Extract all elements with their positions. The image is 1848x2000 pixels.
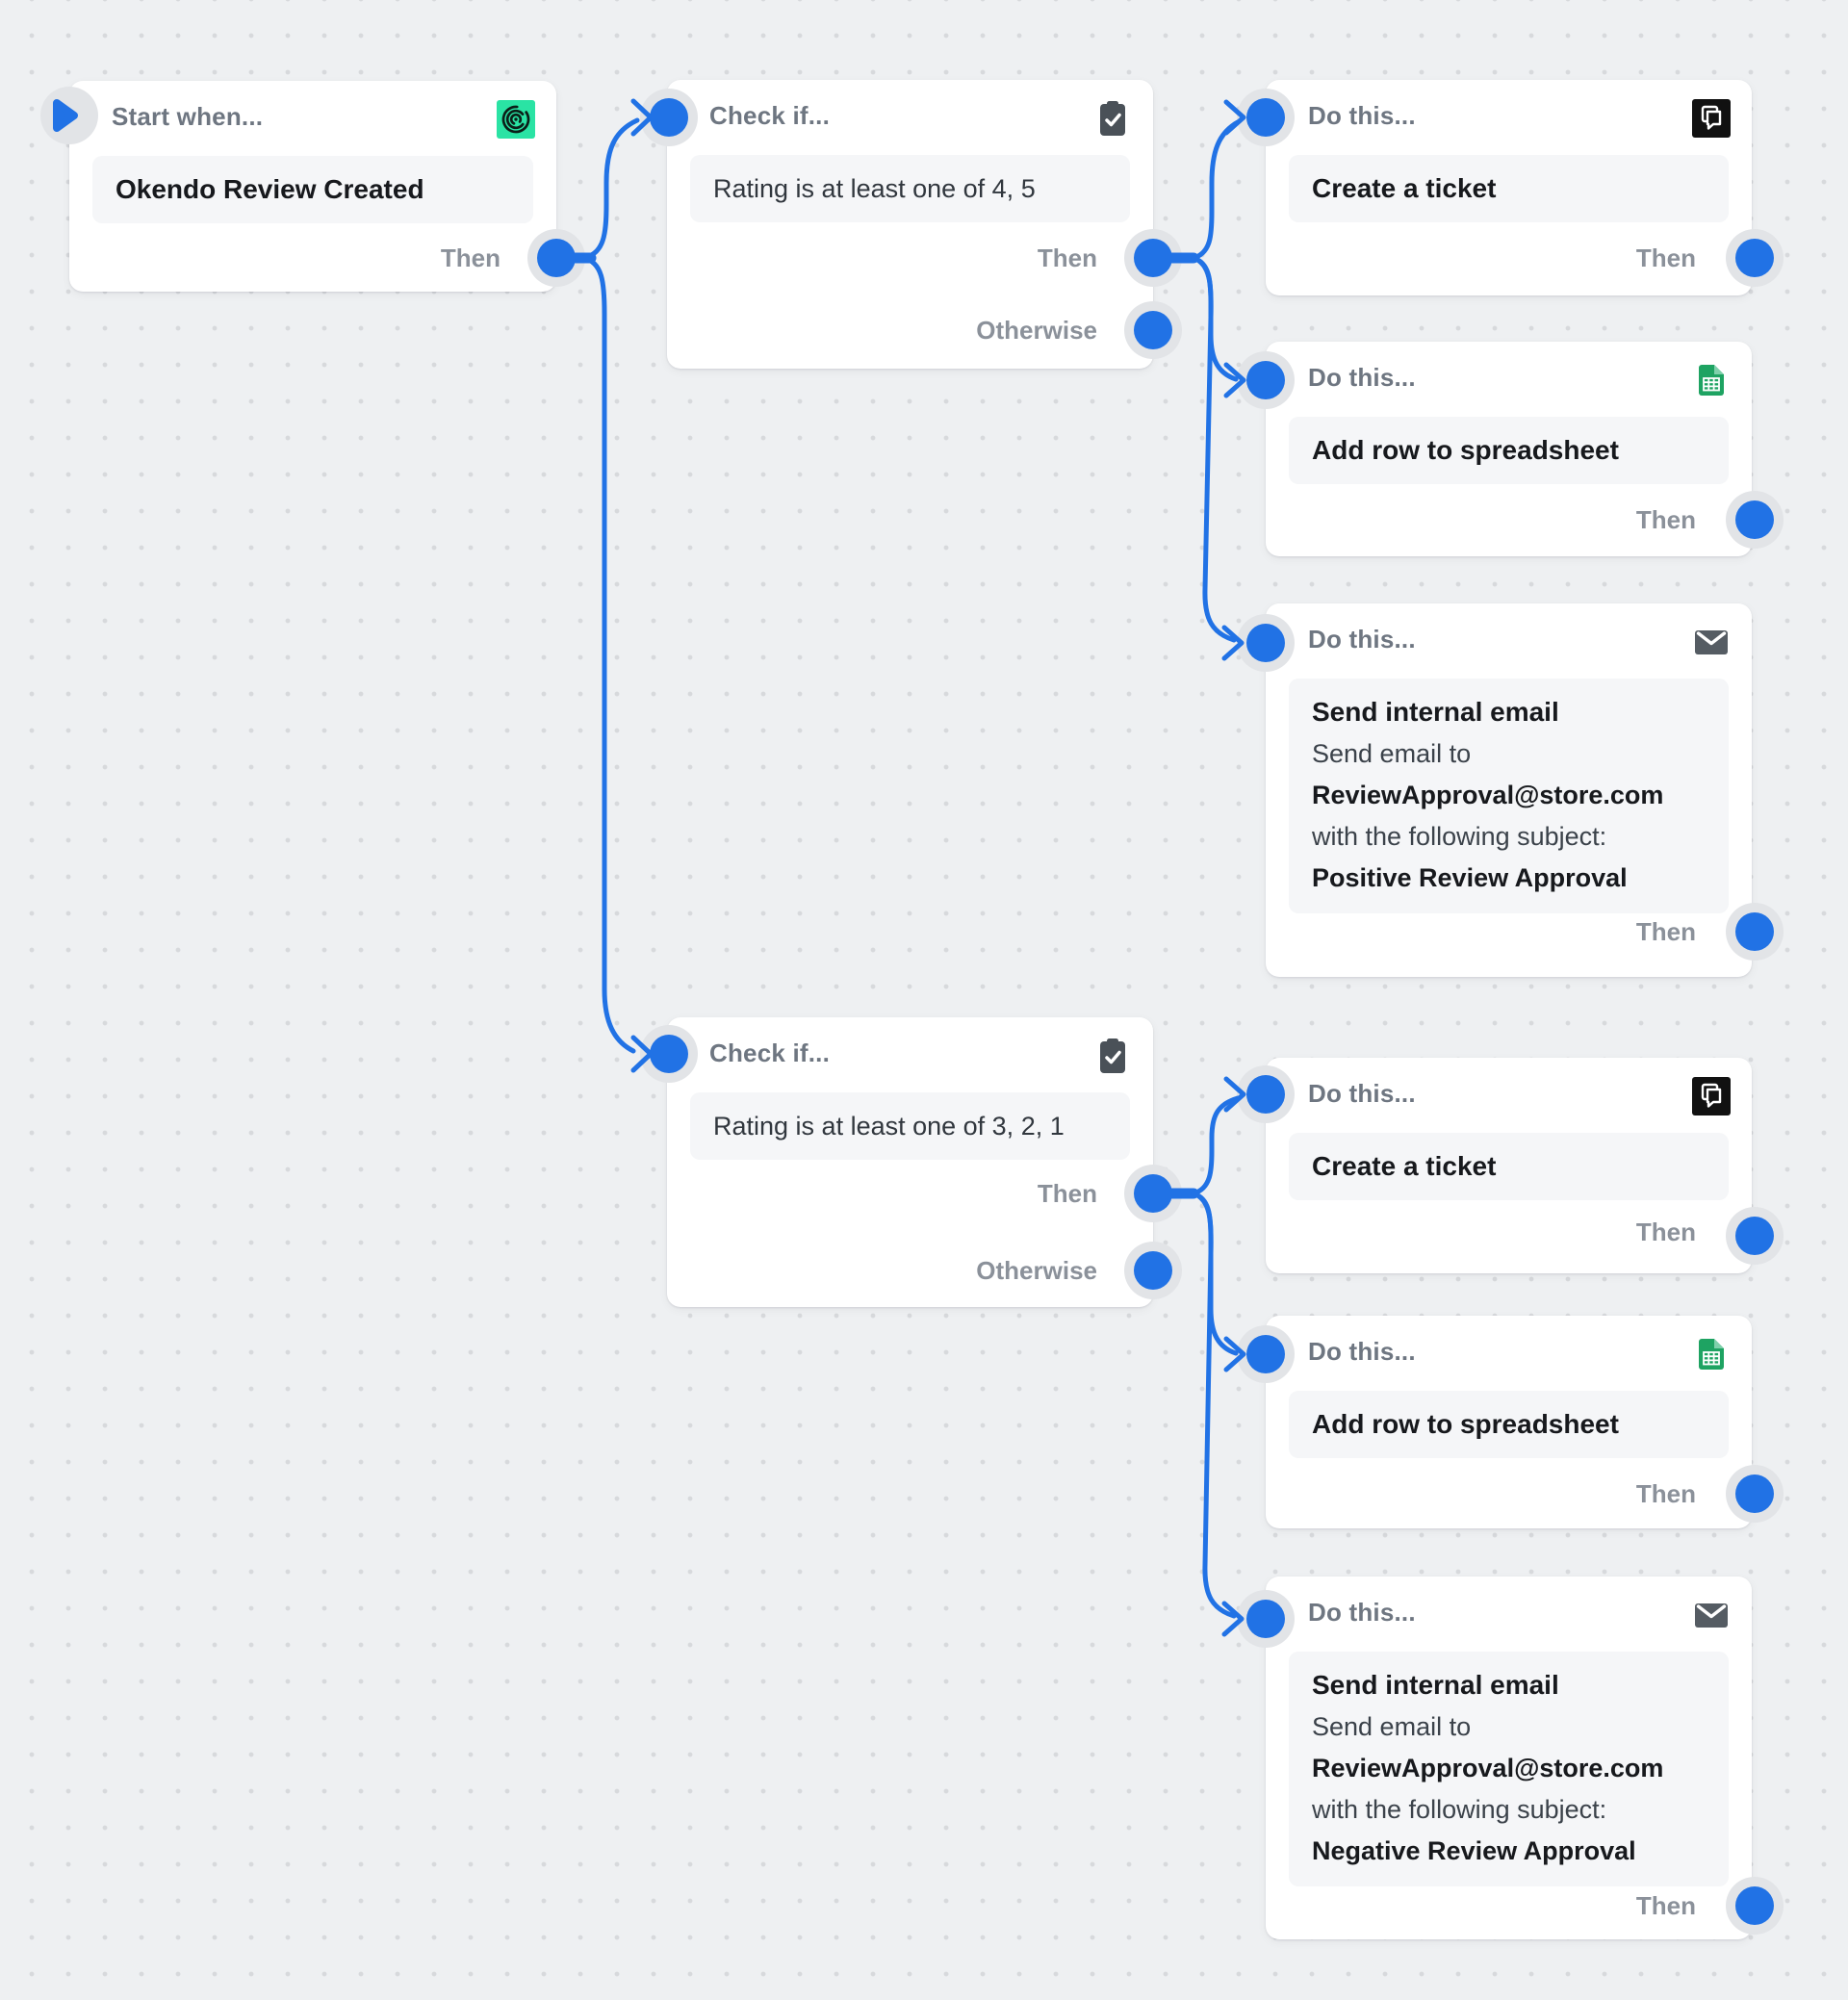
- then-label: Then: [1635, 505, 1696, 534]
- action-card-email-positive[interactable]: Do this... Send internal email Send emai…: [1266, 603, 1752, 977]
- email-summary: Send email to ReviewApproval@store.com w…: [1312, 1712, 1664, 1865]
- action-value-box: Create a ticket: [1289, 1133, 1729, 1200]
- output-port-trigger-then[interactable]: [537, 239, 576, 277]
- email-address: ReviewApproval@store.com: [1312, 781, 1664, 809]
- action-value-box: Add row to spreadsheet: [1289, 1391, 1729, 1458]
- then-label: Then: [1635, 244, 1696, 272]
- action-card-add-row-1[interactable]: Do this... Add row to spreadsheet Then: [1266, 342, 1752, 556]
- action-card-header: Do this...: [1308, 1337, 1416, 1366]
- output-port-email-positive-then[interactable]: [1735, 912, 1774, 951]
- output-port-create-ticket-2-then[interactable]: [1735, 1217, 1774, 1255]
- action-title: Add row to spreadsheet: [1312, 435, 1619, 465]
- then-label: Then: [1635, 1218, 1696, 1246]
- email-subject: Positive Review Approval: [1312, 863, 1628, 892]
- action-card-header: Do this...: [1308, 363, 1416, 392]
- condition-text: Rating is at least one of 3, 2, 1: [713, 1112, 1065, 1141]
- output-port-add-row-2-then[interactable]: [1735, 1474, 1774, 1513]
- then-label: Then: [1635, 917, 1696, 946]
- otherwise-label: Otherwise: [976, 316, 1097, 345]
- action-value-box: Send internal email Send email to Review…: [1289, 1652, 1729, 1886]
- action-card-header: Do this...: [1308, 625, 1416, 654]
- action-card-header: Do this...: [1308, 1079, 1416, 1108]
- output-port-check-negative-then[interactable]: [1134, 1174, 1172, 1213]
- action-card-header: Do this...: [1308, 101, 1416, 130]
- google-sheets-icon: [1692, 361, 1731, 399]
- condition-value-box: Rating is at least one of 3, 2, 1: [690, 1092, 1130, 1160]
- action-value-box: Send internal email Send email to Review…: [1289, 679, 1729, 913]
- condition-card-positive[interactable]: Check if... Rating is at least one of 4,…: [667, 80, 1153, 369]
- action-title: Send internal email: [1312, 697, 1559, 727]
- okendo-icon: [497, 100, 535, 139]
- condition-card-header: Check if...: [709, 1038, 831, 1067]
- then-label: Then: [1635, 1891, 1696, 1920]
- envelope-icon: [1692, 1596, 1731, 1634]
- action-card-email-negative[interactable]: Do this... Send internal email Send emai…: [1266, 1577, 1752, 1939]
- input-port-add-row-2[interactable]: [1246, 1335, 1285, 1373]
- action-card-create-ticket-2[interactable]: Do this... Create a ticket Then: [1266, 1058, 1752, 1273]
- action-title: Add row to spreadsheet: [1312, 1409, 1619, 1439]
- input-port-email-positive[interactable]: [1246, 624, 1285, 662]
- action-card-create-ticket-1[interactable]: Do this... Create a ticket Then: [1266, 80, 1752, 295]
- condition-card-negative[interactable]: Check if... Rating is at least one of 3,…: [667, 1017, 1153, 1307]
- then-label: Then: [440, 244, 500, 272]
- input-port-add-row-1[interactable]: [1246, 361, 1285, 399]
- otherwise-label: Otherwise: [976, 1256, 1097, 1285]
- condition-text: Rating is at least one of 4, 5: [713, 174, 1036, 203]
- output-port-email-negative-then[interactable]: [1735, 1886, 1774, 1925]
- action-card-add-row-2[interactable]: Do this... Add row to spreadsheet Then: [1266, 1316, 1752, 1528]
- then-label: Then: [1635, 1479, 1696, 1508]
- action-card-header: Do this...: [1308, 1598, 1416, 1627]
- clipboard-check-icon: [1093, 99, 1132, 138]
- action-title: Create a ticket: [1312, 1151, 1497, 1181]
- action-title: Create a ticket: [1312, 173, 1497, 203]
- trigger-card[interactable]: Start when... Okendo Review Created Then: [69, 81, 556, 292]
- email-address: ReviewApproval@store.com: [1312, 1754, 1664, 1782]
- email-summary: Send email to ReviewApproval@store.com w…: [1312, 739, 1664, 892]
- output-port-check-negative-otherwise[interactable]: [1134, 1251, 1172, 1290]
- input-port-check-negative[interactable]: [650, 1035, 688, 1073]
- input-port-create-ticket-1[interactable]: [1246, 98, 1285, 137]
- output-port-check-positive-then[interactable]: [1134, 239, 1172, 277]
- envelope-icon: [1692, 623, 1731, 661]
- action-value-box: Create a ticket: [1289, 155, 1729, 222]
- then-label: Then: [1037, 1179, 1097, 1208]
- condition-value-box: Rating is at least one of 4, 5: [690, 155, 1130, 222]
- then-label: Then: [1037, 244, 1097, 272]
- condition-card-header: Check if...: [709, 101, 831, 130]
- clipboard-check-icon: [1093, 1037, 1132, 1075]
- input-port-create-ticket-2[interactable]: [1246, 1075, 1285, 1114]
- trigger-start-handle[interactable]: [50, 96, 81, 140]
- input-port-check-positive[interactable]: [650, 98, 688, 137]
- trigger-card-header: Start when...: [112, 102, 264, 131]
- ticket-app-icon: [1692, 1077, 1731, 1115]
- email-subject: Negative Review Approval: [1312, 1836, 1636, 1865]
- output-port-create-ticket-1-then[interactable]: [1735, 239, 1774, 277]
- trigger-value-box: Okendo Review Created: [92, 156, 533, 223]
- output-port-check-positive-otherwise[interactable]: [1134, 311, 1172, 349]
- trigger-title: Okendo Review Created: [116, 174, 424, 204]
- output-port-add-row-1-then[interactable]: [1735, 500, 1774, 539]
- google-sheets-icon: [1692, 1335, 1731, 1373]
- action-title: Send internal email: [1312, 1670, 1559, 1700]
- action-value-box: Add row to spreadsheet: [1289, 417, 1729, 484]
- input-port-email-negative[interactable]: [1246, 1600, 1285, 1638]
- ticket-app-icon: [1692, 99, 1731, 138]
